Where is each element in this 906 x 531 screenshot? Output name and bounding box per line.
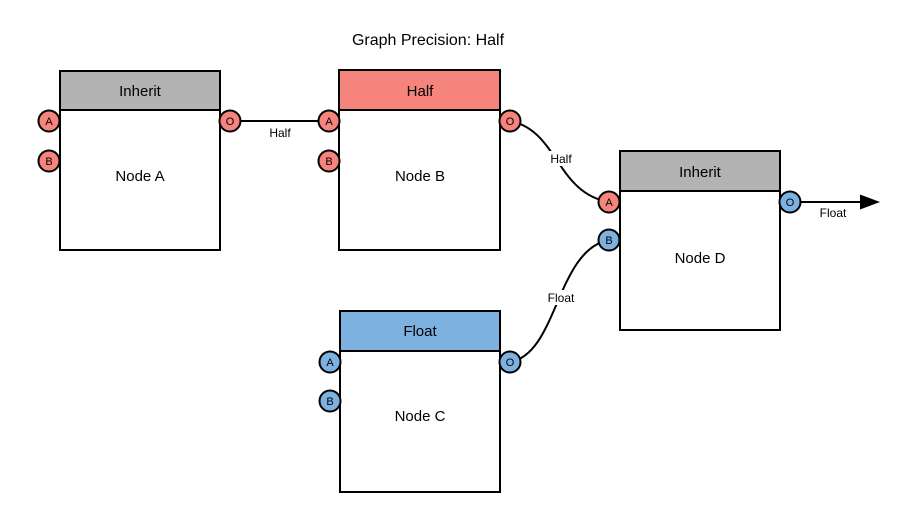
port-b-label: B xyxy=(326,396,333,408)
node-a-port-a[interactable]: A xyxy=(37,109,61,133)
node-a-port-o[interactable]: O xyxy=(218,109,242,133)
node-d-port-o[interactable]: O xyxy=(778,190,802,214)
port-a-label: A xyxy=(605,197,613,209)
edge-label-bg xyxy=(545,151,577,166)
node-c-header[interactable] xyxy=(339,310,501,352)
node-b-ports: A B O xyxy=(317,109,522,173)
node-d-header-label: Inherit xyxy=(679,164,722,181)
node-c-title: Node C xyxy=(395,408,446,425)
edge-label-half-2: Half xyxy=(550,152,572,166)
port-o-label: O xyxy=(786,197,795,209)
edge-label-bg xyxy=(542,290,580,305)
port-b-label: B xyxy=(325,156,332,168)
node-d-ports: A B O xyxy=(597,190,802,252)
node-a-title: Node A xyxy=(115,168,164,185)
node-c: Float Node C xyxy=(339,310,501,493)
node-a-port-b[interactable]: B xyxy=(37,149,61,173)
node-c-header-label: Float xyxy=(403,323,437,340)
node-c-port-a[interactable]: A xyxy=(318,350,342,374)
port-a-label: A xyxy=(45,116,53,128)
edge-label-float-2: Float xyxy=(820,206,847,220)
node-c-port-o[interactable]: O xyxy=(498,350,522,374)
edge-label-half-1: Half xyxy=(269,126,291,140)
port-b-label: B xyxy=(605,235,612,247)
edge-label-bg xyxy=(814,205,852,220)
node-d-port-b[interactable]: B xyxy=(597,228,621,252)
node-d-title: Node D xyxy=(675,250,726,267)
port-a-label: A xyxy=(326,357,334,369)
node-b-title: Node B xyxy=(395,168,445,185)
node-d-port-a[interactable]: A xyxy=(597,190,621,214)
node-b-port-b[interactable]: B xyxy=(317,149,341,173)
node-b-port-o[interactable]: O xyxy=(498,109,522,133)
node-d: Inherit Node D xyxy=(619,150,781,331)
node-b-port-a[interactable]: A xyxy=(317,109,341,133)
node-a-header[interactable] xyxy=(59,70,221,111)
port-o-label: O xyxy=(506,357,515,369)
port-b-label: B xyxy=(45,156,52,168)
node-b: Half Node B xyxy=(338,69,501,251)
diagram-title: Graph Precision: Half xyxy=(352,32,505,49)
port-o-label: O xyxy=(506,116,515,128)
node-d-header[interactable] xyxy=(619,150,781,192)
node-c-port-b[interactable]: B xyxy=(318,389,342,413)
edge-label-bg xyxy=(263,125,297,140)
port-o-label: O xyxy=(226,116,235,128)
edge-label-float-1: Float xyxy=(548,291,575,305)
edge-labels: Half Half Float Float xyxy=(263,125,852,305)
node-c-ports: A B O xyxy=(318,350,522,413)
node-b-header-label: Half xyxy=(407,83,435,100)
node-a-header-label: Inherit xyxy=(119,83,162,100)
node-a-ports: A B O xyxy=(37,109,242,173)
port-a-label: A xyxy=(325,116,333,128)
node-b-header[interactable] xyxy=(338,69,501,111)
arrowhead-icon xyxy=(860,194,880,210)
node-a: Inherit Node A xyxy=(59,70,221,251)
